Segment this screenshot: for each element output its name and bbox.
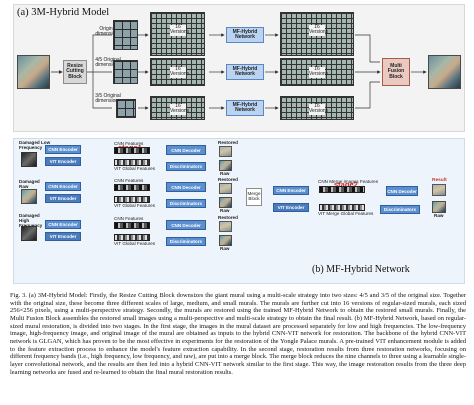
raw-image-2 (219, 197, 232, 208)
vit-merge-features-label: VIT Merge Global Features (318, 211, 374, 216)
vit-encoder-3: VIT Encoder (45, 232, 81, 241)
versions-out-label-2: 16 Versions (309, 66, 329, 78)
raw-label-1: Raw (220, 171, 230, 176)
cnn-decoder-3: CNN Decoder (166, 220, 206, 230)
restored-label-2: Restored (218, 177, 238, 182)
merge-block-label: Merge Block (247, 191, 261, 201)
cnn-encoder-3: CNN Encoder (45, 220, 81, 229)
multi-fusion-block-label: Multi Fusion Block (387, 63, 405, 80)
versions-out-label-1: 16 Versions (309, 24, 329, 36)
panel-b-title: (b) MF-Hybrid Network (312, 264, 410, 275)
cnn-features-3 (114, 222, 150, 229)
restored-label-3: Restored (218, 215, 238, 220)
mf-hybrid-network-3: MF-Hybrid Network (226, 100, 264, 116)
vit-encoder-1: VIT Encoder (45, 157, 81, 166)
mf-hybrid-network-2-label: MF-Hybrid Network (232, 65, 258, 77)
input-image-high (21, 226, 37, 241)
cnn-features-2 (114, 184, 150, 191)
raw-image-stage2 (432, 201, 446, 213)
input-image-raw (21, 189, 37, 204)
panel-a-title: (a) 3M-Hybrid Model (17, 7, 110, 18)
raw-label-2: Raw (220, 208, 230, 213)
cnn-decoder-stage2: CNN Decoder (386, 186, 418, 196)
dimension-label-2: 4/5 Original dimensions (95, 57, 121, 69)
vit-features-1 (114, 159, 150, 166)
mf-hybrid-network-3-label: MF-Hybrid Network (232, 101, 258, 113)
versions-label-2: 16 Versions (170, 66, 190, 78)
cnn-decoder-1: CNN Decoder (166, 145, 206, 155)
cnn-merge-features (319, 186, 365, 193)
vit-encoder-2: VIT Encoder (45, 194, 81, 203)
mf-hybrid-network-1-label: MF-Hybrid Network (232, 28, 258, 40)
vit-merge-features (319, 204, 365, 211)
cnn-features-label-2: CNN Features (114, 178, 144, 183)
vit-encoder-stage2: VIT Encoder (273, 203, 309, 212)
versions-out-label-3: 16 Versions (309, 103, 329, 115)
discriminators-1: Discriminators (166, 162, 206, 171)
raw-image-1 (219, 160, 232, 171)
input-label-low: Damaged Low Frequency (19, 140, 51, 150)
vit-features-label-1: VIT Global Features (114, 166, 156, 171)
cnn-decoder-2: CNN Decoder (166, 182, 206, 192)
resize-cutting-block-label: Resize Cutting Block (66, 63, 84, 80)
vit-features-label-3: VIT Global Features (114, 241, 156, 246)
mf-hybrid-network-1: MF-Hybrid Network (226, 27, 264, 43)
result-image (432, 184, 446, 196)
vit-features-label-2: VIT Global Features (114, 203, 156, 208)
input-image-low (21, 152, 37, 167)
versions-label-1: 16 Versions (170, 24, 190, 36)
cnn-encoder-stage2: CNN Encoder (273, 186, 309, 195)
scale-mural-3 (116, 99, 136, 118)
resize-cutting-block: Resize Cutting Block (63, 60, 87, 84)
raw-label-stage2: Raw (434, 213, 444, 218)
input-label-raw: Damaged Raw (19, 179, 40, 189)
cnn-merge-features-label: CNN Merge Images Features (318, 179, 378, 184)
discriminators-3: Discriminators (166, 237, 206, 246)
mf-hybrid-network-2: MF-Hybrid Network (226, 64, 264, 80)
cnn-encoder-2: CNN Encoder (45, 182, 81, 191)
discriminators-2: Discriminators (166, 199, 206, 208)
cnn-encoder-1: CNN Encoder (45, 145, 81, 154)
cnn-features-label-1: CNN Features (114, 141, 144, 146)
restored-image-1 (219, 146, 232, 157)
output-mural-image (428, 55, 461, 89)
dimension-label-1: Original dimensions (95, 26, 121, 38)
input-label-high: Damaged High Frequency (19, 213, 42, 228)
restored-image-2 (219, 183, 232, 194)
vit-features-2 (114, 196, 150, 203)
discriminators-stage2: Discriminators (380, 205, 420, 214)
versions-label-3: 16 Versions (170, 103, 190, 115)
result-label: Result (432, 178, 447, 183)
scale-mural-1 (113, 20, 138, 50)
raw-image-3 (219, 235, 232, 246)
vit-features-3 (114, 234, 150, 241)
cnn-features-label-3: CNN Features (114, 216, 144, 221)
dimension-label-3: 3/5 Original dimensions (95, 93, 121, 105)
cnn-features-1 (114, 147, 150, 154)
input-mural-image (17, 55, 50, 89)
figure-caption: Fig. 3. (a) 3M-Hybrid Model: Firstly, th… (10, 292, 466, 376)
multi-fusion-block: Multi Fusion Block (382, 58, 410, 86)
stage2-label: stage2 (334, 180, 358, 189)
merge-block: Merge Block (246, 188, 262, 206)
raw-label-3: Raw (220, 246, 230, 251)
scale-mural-2 (113, 60, 138, 84)
restored-image-3 (219, 221, 232, 232)
versions-out-tiles-1 (280, 12, 354, 56)
restored-label-1: Restored (218, 140, 238, 145)
